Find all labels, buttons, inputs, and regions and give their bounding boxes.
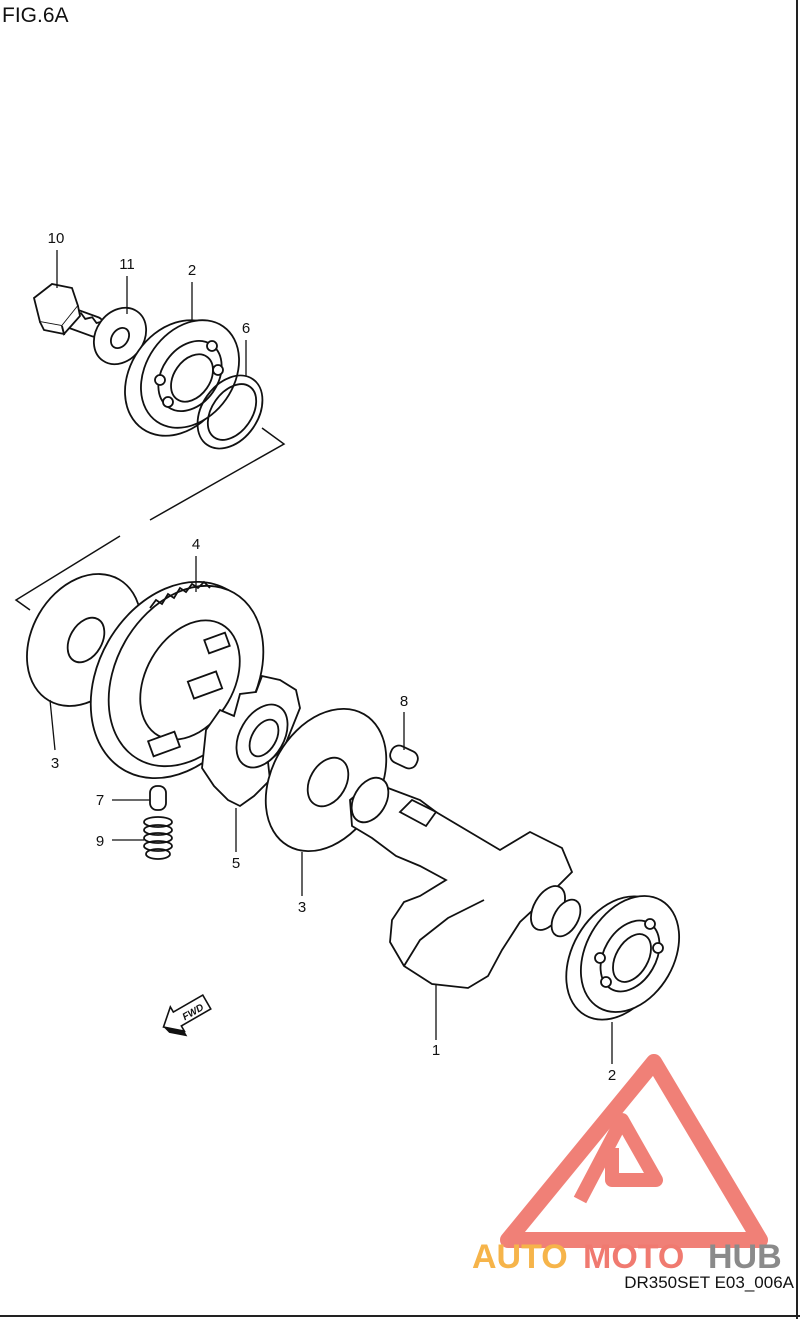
part-9-spring xyxy=(143,816,173,860)
part-6-ring xyxy=(196,374,264,450)
callout-3-left: 3 xyxy=(51,755,59,772)
callout-9: 9 xyxy=(96,833,104,850)
part-2-bearing-bottom xyxy=(565,895,681,1021)
callout-3-mid: 3 xyxy=(298,899,306,916)
leader-lines xyxy=(49,250,613,1064)
callout-1: 1 xyxy=(432,1042,440,1059)
watermark-moto: MOTO xyxy=(583,1238,684,1276)
part-8-key xyxy=(389,744,419,770)
watermark-text: AUTO MOTO HUB xyxy=(472,1238,782,1276)
callout-7: 7 xyxy=(96,792,104,809)
callout-4: 4 xyxy=(192,536,200,553)
fwd-arrow-icon: FWD xyxy=(162,993,212,1037)
part-5-damper xyxy=(201,674,301,808)
drawing-code: DR350SET E03_006A xyxy=(624,1273,794,1292)
callout-11: 11 xyxy=(119,256,135,273)
part-1-balancer-shaft xyxy=(349,776,582,989)
watermark-logo xyxy=(500,1054,768,1248)
watermark-auto: AUTO xyxy=(472,1238,568,1276)
callout-2-top: 2 xyxy=(188,262,196,279)
part-7-pin xyxy=(149,785,167,811)
assembly-guide-lines xyxy=(14,427,286,611)
callout-6: 6 xyxy=(242,320,250,337)
part-2-bearing-top xyxy=(124,319,240,437)
part-11-washer xyxy=(92,306,148,366)
figure-title: FIG.6A xyxy=(2,4,69,27)
callout-5: 5 xyxy=(232,855,240,872)
watermark-hub: HUB xyxy=(708,1238,782,1276)
callout-8: 8 xyxy=(400,693,408,710)
callout-2-bottom: 2 xyxy=(608,1067,616,1084)
callout-labels: 10 11 2 6 4 3 8 7 9 5 3 1 2 xyxy=(48,230,617,1084)
callout-10: 10 xyxy=(48,230,65,247)
